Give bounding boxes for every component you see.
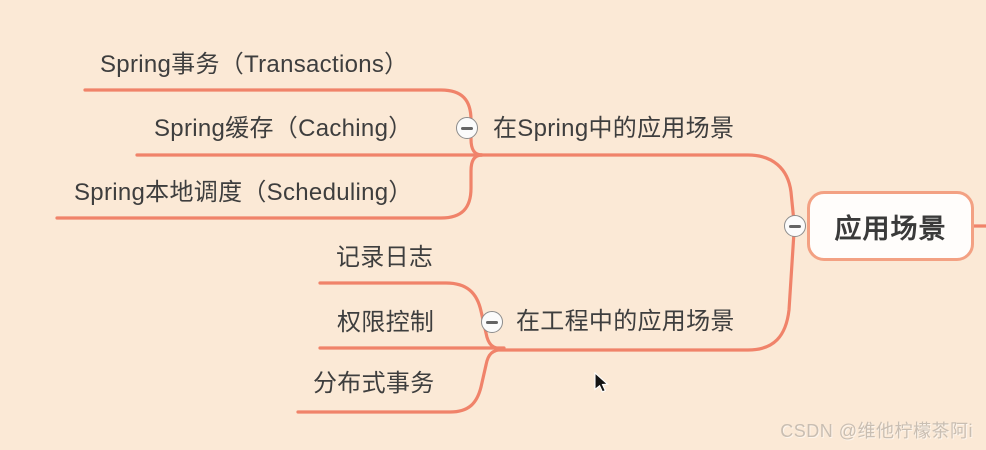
collapse-minus-icon[interactable] bbox=[481, 311, 503, 333]
collapse-minus-icon[interactable] bbox=[784, 215, 806, 237]
watermark: CSDN @维他柠檬茶阿i bbox=[780, 421, 973, 441]
topic-in-project-scenarios[interactable]: 在工程中的应用场景 bbox=[516, 308, 735, 335]
subtopic-spring-transactions[interactable]: Spring事务（Transactions） bbox=[100, 51, 409, 78]
connector-in-project-topic bbox=[494, 230, 796, 352]
subtopic-distributed-transactions[interactable]: 分布式事务 bbox=[313, 370, 435, 397]
subtopic-permission-control[interactable]: 权限控制 bbox=[337, 309, 435, 336]
root-topic[interactable]: 应用场景 bbox=[807, 191, 974, 261]
subtopic-spring-scheduling[interactable]: Spring本地调度（Scheduling） bbox=[74, 179, 413, 206]
collapse-minus-icon[interactable] bbox=[456, 117, 478, 139]
topic-in-spring-scenarios[interactable]: 在Spring中的应用场景 bbox=[493, 115, 735, 142]
mouse-cursor bbox=[594, 371, 609, 393]
subtopic-logging[interactable]: 记录日志 bbox=[336, 244, 434, 271]
connector-distributed-tx bbox=[296, 347, 506, 414]
root-topic-label: 应用场景 bbox=[834, 213, 947, 244]
connector-in-spring-topic bbox=[472, 153, 796, 224]
connector-spring-scheduling bbox=[55, 153, 484, 220]
subtopic-spring-caching[interactable]: Spring缓存（Caching） bbox=[154, 115, 413, 142]
